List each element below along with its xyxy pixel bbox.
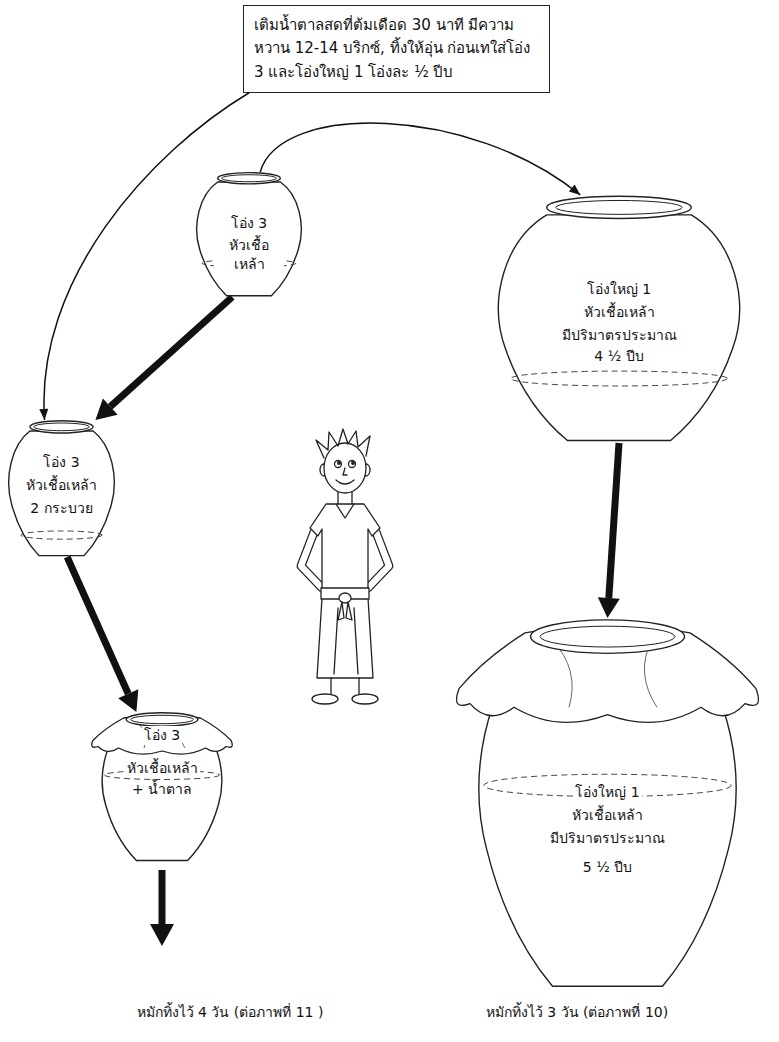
flow-arrow-head xyxy=(598,597,620,618)
jar-rim-inner xyxy=(131,715,194,723)
belt-knot xyxy=(339,593,351,603)
shirt-collar xyxy=(336,504,354,518)
jar-label: 5 ½ ปีบ xyxy=(581,858,634,877)
flow-arrow-line xyxy=(110,297,232,407)
note-text: เติมน้ำตาลสดที่ต้มเดือด 30 นาที มีความหว… xyxy=(254,14,539,84)
jar-label: หัวเชื้อเหล้า xyxy=(582,303,657,322)
jar-rim-inner xyxy=(540,626,675,647)
nose xyxy=(343,468,347,475)
jar-rim xyxy=(531,620,685,653)
jar-label: โอ่งใหญ่ 1 xyxy=(573,783,641,802)
arm xyxy=(368,532,389,588)
flow-arrow xyxy=(67,557,138,712)
shirt xyxy=(310,504,380,590)
jar-rim xyxy=(30,421,93,433)
jar-rim-inner xyxy=(34,423,89,431)
jar-label: โอ่งใหญ่ 1 xyxy=(585,280,653,299)
liquid-level xyxy=(511,371,728,386)
flow-arrow-line xyxy=(159,870,166,926)
arm xyxy=(368,532,389,588)
jar-node: โอ่งใหญ่ 1 หัวเชื้อเหล้ามีปริมาตรประมาณ 5 … xyxy=(470,618,745,990)
jar-label: + น้ำตาล xyxy=(130,780,194,799)
head xyxy=(324,443,366,493)
pupil xyxy=(338,462,341,465)
flow-arrow-head xyxy=(118,689,138,712)
arm xyxy=(301,532,322,588)
jar-label: หัวเชื้อเหล้า xyxy=(125,759,200,778)
foot xyxy=(352,694,378,704)
jar-label: 2 กระบวย xyxy=(28,499,94,518)
jar-body xyxy=(9,431,115,556)
jar-label: โอ่ง 3 xyxy=(142,726,182,745)
sarong xyxy=(317,598,373,678)
jar-rim xyxy=(547,196,691,218)
step-note: หมักทิ้งไว้ 4 วัน (ต่อภาพที่ 11 ) xyxy=(135,1003,326,1022)
jar-node: โอ่ง 3 หัวเชื้อเหล้า xyxy=(193,172,305,297)
pupil xyxy=(352,462,355,465)
arm xyxy=(301,532,322,588)
jar-label: หัวเชื้อเหล้า xyxy=(214,236,284,274)
jar-outline xyxy=(193,172,305,297)
jar-node: โอ่ง 3 หัวเชื้อเหล้า + น้ำตาล xyxy=(98,712,226,862)
jar-label: 4 ½ ปีบ xyxy=(592,347,645,366)
flow-arrow-head xyxy=(95,398,117,420)
jar-body xyxy=(498,215,739,441)
note-box: เติมน้ำตาลสดที่ต้มเดือด 30 นาที มีความหว… xyxy=(243,5,550,93)
jar-outline xyxy=(470,618,745,990)
flow-arrow-head xyxy=(39,409,48,420)
flow-arrow xyxy=(150,870,174,946)
jar-rim-inner xyxy=(222,175,277,182)
flow-arrow-head xyxy=(569,185,580,195)
leg xyxy=(331,678,359,694)
foot xyxy=(312,694,338,704)
flow-arrow-line xyxy=(67,557,128,694)
jar-rim xyxy=(218,173,281,184)
step-note: หมักทิ้งไว้ 3 วัน (ต่อภาพที่ 10) xyxy=(484,1003,670,1022)
eye xyxy=(349,461,356,468)
jar-label: โอ่ง 3 xyxy=(41,453,81,472)
flow-arrow xyxy=(260,123,580,195)
jar-body xyxy=(197,182,302,296)
jar-label: มีปริมาตรประมาณ xyxy=(548,829,667,848)
jar-label: หัวเชื้อเหล้า xyxy=(570,806,645,825)
flow-arrow xyxy=(95,297,232,420)
eye xyxy=(335,461,342,468)
farmer-figure xyxy=(288,428,403,718)
jar-label: มีปริมาตรประมาณ xyxy=(560,326,679,345)
belt-tail xyxy=(338,602,352,620)
jar-label: โอ่ง 3 xyxy=(229,214,269,233)
flow-arrow xyxy=(598,443,620,618)
jar-rim xyxy=(126,713,198,727)
cloth-fold xyxy=(136,721,185,748)
jar-node: โอ่ง 3 หัวเชื้อเหล้า 2 กระบวย xyxy=(5,420,118,557)
mouth xyxy=(336,480,354,484)
jar-rim-inner xyxy=(556,200,682,214)
jar-label: หัวเชื้อเหล้า xyxy=(24,476,99,495)
hair xyxy=(316,429,370,458)
flow-arrow-line xyxy=(260,123,580,195)
flow-arrow-line xyxy=(609,443,619,598)
flow-arrow-head xyxy=(150,924,174,946)
liquid-level xyxy=(21,531,102,539)
jar-node: โอ่งใหญ่ 1 หัวเชื้อเหล้ามีปริมาตรประมาณ 4 … xyxy=(490,195,748,443)
